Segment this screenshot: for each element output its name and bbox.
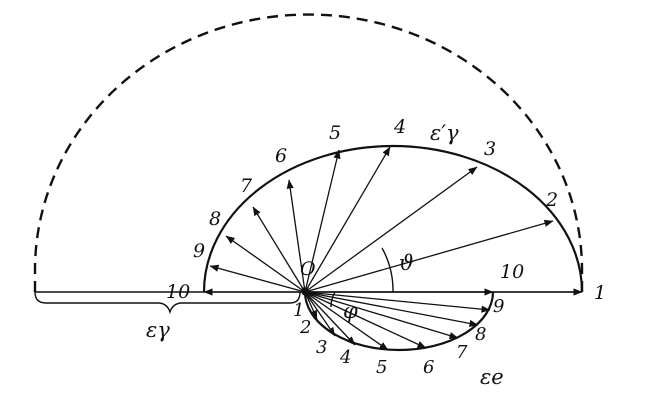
gamma-label-3: 3 [484,138,496,160]
photon-arrow-9 [209,264,306,293]
electron-label-2: 2 [299,317,311,338]
electron-label-6: 6 [423,357,434,378]
theta-angle-arc [381,247,394,293]
gamma-label-6: 6 [275,145,287,167]
gamma-label-2: 2 [545,189,558,211]
photon-arrow-5 [304,149,341,293]
origin-point [301,288,309,296]
photon-arrow-labels: 1 2 3 4 5 6 7 8 9 10 [166,116,606,304]
gamma-label-1: 1 [594,282,606,304]
eps-e-label: εe [480,365,504,389]
electron-arrow-8 [304,291,479,327]
electron-label-3: 3 [316,337,327,358]
electron-arrow-7 [304,291,459,339]
eps-gamma-brace [34,291,301,315]
electron-arrow-5 [304,291,389,351]
photon-arrow-6 [286,179,306,293]
photon-arrow-4 [304,146,391,293]
electron-arrow-9 [304,291,491,313]
gamma-label-10: 10 [166,281,190,303]
electron-arrow-6 [304,291,427,349]
electron-label-4: 4 [339,347,351,368]
phi-label: φ [343,299,358,323]
electron-label-7: 7 [456,342,468,363]
electron-arrow-4 [304,291,356,346]
theta-label: ϑ [399,251,414,275]
photon-ellipse-arc [202,144,584,293]
gamma-label-8: 8 [209,208,221,230]
eps-gamma-label: εγ [146,318,170,342]
gamma-label-5: 5 [329,122,341,144]
electron-label-1: 1 [293,300,304,321]
electron-label-8: 8 [475,324,486,345]
electron-label-9: 9 [493,296,504,317]
electron-arrows [301,287,494,351]
electron-arrow-labels: 1 2 3 4 5 6 7 8 9 10 [293,261,524,378]
photon-arrow-2 [304,219,554,293]
gamma-label-9: 9 [193,240,205,262]
photon-arrow-8 [225,235,306,293]
electron-arrow-3 [304,291,336,337]
photon-arrow-7 [252,206,306,293]
gamma-label-7: 7 [240,175,253,197]
origin-label: O [300,258,316,280]
photon-arrows [203,146,583,296]
electron-label-5: 5 [376,357,387,378]
photon-arrow-3 [304,166,478,293]
gamma-label-4: 4 [393,116,406,138]
eps-gamma-prime-label: ε′γ [430,121,459,145]
electron-arrow-2 [304,291,318,320]
outer-dashed-semicircle [33,13,584,292]
electron-label-10: 10 [500,261,524,283]
